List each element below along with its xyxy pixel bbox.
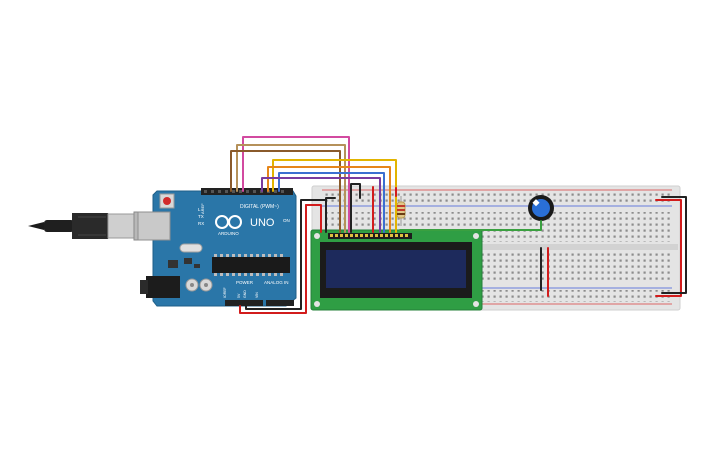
- vin-label: VIN: [255, 292, 259, 298]
- digital-label: DIGITAL (PWM~): [240, 204, 279, 210]
- power-label: POWER: [236, 280, 254, 285]
- wire-red-rail-right[interactable]: [655, 199, 682, 297]
- gnd-label: GND: [243, 290, 247, 298]
- aref-label: AREF: [200, 203, 205, 214]
- ioref-label: IOREF: [223, 287, 227, 298]
- tx-label: TX: [198, 214, 204, 219]
- crystal: [179, 243, 203, 253]
- resistor-icon[interactable]: [396, 196, 406, 226]
- wire-black-gnd[interactable]: [245, 199, 327, 310]
- analog-label: ANALOG IN: [264, 280, 289, 285]
- lcd-16x2-module[interactable]: [310, 229, 483, 311]
- power-header[interactable]: [225, 300, 263, 306]
- wire-black-lcd[interactable]: [325, 197, 336, 233]
- arduino-board[interactable]: DIGITAL (PWM~) AREF TX RX L ARDUINO UNO …: [137, 188, 297, 307]
- l-label: L: [198, 207, 201, 212]
- power-jack: [146, 276, 180, 298]
- reset-button[interactable]: [159, 193, 175, 209]
- model-label: UNO: [250, 217, 275, 229]
- wire-purple[interactable]: [261, 177, 381, 233]
- wire-pink[interactable]: [242, 136, 350, 233]
- wire-blue[interactable]: [278, 172, 385, 233]
- lcd-screen: [326, 250, 466, 288]
- usb-port: [137, 211, 171, 241]
- brand-label: ARDUINO: [218, 231, 239, 236]
- wires[interactable]: [230, 136, 687, 314]
- on-label: ON: [283, 218, 290, 223]
- wire-green-pot[interactable]: [399, 220, 542, 231]
- analog-header[interactable]: [266, 300, 294, 306]
- wire-red-5v[interactable]: [239, 204, 307, 314]
- arduino-logo: ARDUINO: [215, 215, 242, 236]
- wire-black-lcd-2[interactable]: [350, 183, 361, 233]
- wire-black-rail-right[interactable]: [661, 196, 687, 294]
- rx-label: RX: [198, 221, 204, 226]
- top-rail[interactable]: [322, 192, 672, 204]
- wire-tan[interactable]: [236, 144, 346, 233]
- microcontroller-chip-icon: [212, 254, 290, 276]
- wire-brown[interactable]: [230, 150, 341, 233]
- v5-label: 5V: [237, 293, 241, 298]
- potentiometer-icon[interactable]: [528, 195, 554, 221]
